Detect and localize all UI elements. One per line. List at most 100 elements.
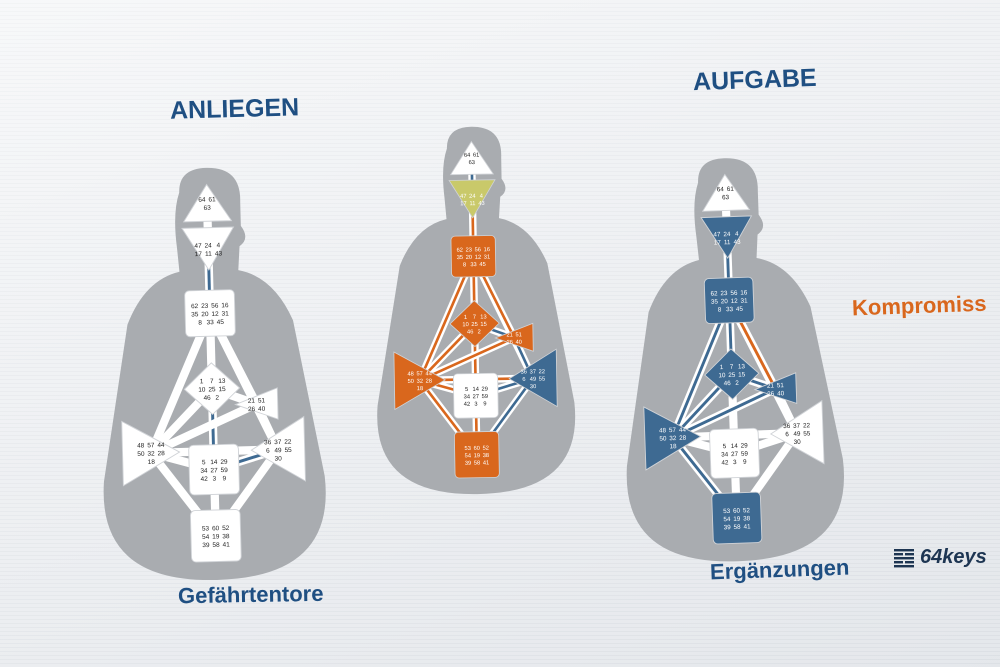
gate-label: 9 <box>483 401 486 407</box>
gate-label: 18 <box>417 386 423 392</box>
gate-label: 42 <box>464 402 470 408</box>
gate-label: 30 <box>275 455 283 462</box>
gate-label: 12 <box>731 298 739 305</box>
gate-label: 1 <box>720 364 724 371</box>
gate-label: 20 <box>201 311 209 318</box>
center-ego <box>753 372 798 405</box>
gate-label: 54 <box>723 516 731 523</box>
gate-label: 3 <box>733 459 737 466</box>
gate-label: 48 <box>407 371 413 377</box>
center-ajna <box>181 226 235 271</box>
gate-label: 59 <box>741 451 749 458</box>
gate-label: 6 <box>266 447 270 454</box>
gate-label: 56 <box>730 290 738 297</box>
gate-label: 29 <box>481 387 487 393</box>
gate-label: 40 <box>258 406 266 413</box>
gate-label: 62 <box>711 290 719 297</box>
center-root <box>189 509 242 563</box>
gate-label: 2 <box>735 380 739 387</box>
gate-label: 42 <box>201 476 209 483</box>
gate-label: 64 <box>198 197 206 204</box>
gate-label: 48 <box>137 442 145 449</box>
gate-label: 18 <box>148 459 156 466</box>
gate-label: 58 <box>212 542 220 549</box>
gate-label: 1 <box>464 315 467 321</box>
gate-label: 5 <box>465 387 468 393</box>
gate-label: 61 <box>727 186 735 193</box>
gate-label: 62 <box>457 248 463 254</box>
gate-label: 46 <box>203 395 211 402</box>
gate-label: 22 <box>803 422 811 429</box>
gate-label: 25 <box>208 386 216 393</box>
gate-label: 6 <box>785 431 789 438</box>
hexagram-logo-icon <box>894 548 914 567</box>
gate-label: 30 <box>530 384 536 390</box>
center-solar <box>508 348 558 408</box>
gate-label: 28 <box>158 450 166 457</box>
gate-label: 7 <box>473 315 476 321</box>
gate-label: 32 <box>417 379 423 385</box>
gate-label: 18 <box>669 443 677 450</box>
gate-label: 24 <box>723 231 731 238</box>
gate-label: 7 <box>210 378 214 385</box>
gate-label: 11 <box>205 251 212 258</box>
gate-label: 41 <box>483 460 489 466</box>
gate-label: 50 <box>659 435 667 442</box>
gate-label: 42 <box>721 459 729 466</box>
gate-label: 34 <box>464 394 471 400</box>
gate-label: 54 <box>202 534 210 541</box>
gate-label: 56 <box>211 302 219 309</box>
center-head <box>449 140 495 176</box>
gate-label: 22 <box>284 439 292 446</box>
gate-label: 58 <box>474 461 480 467</box>
gate-label: 54 <box>465 453 472 459</box>
gate-label: 9 <box>743 459 747 466</box>
label-gefaehrtentore: Gefährtentore <box>177 580 324 609</box>
gate-label: 35 <box>191 311 199 318</box>
gate-label: 23 <box>466 247 472 253</box>
gate-label: 3 <box>474 402 477 408</box>
gate-label: 52 <box>222 525 230 532</box>
gate-label: 8 <box>718 306 722 313</box>
center-ego <box>234 387 279 420</box>
gate-label: 2 <box>215 394 219 401</box>
gate-label: 56 <box>475 247 481 253</box>
title-anliegen: ANLIEGEN <box>169 93 300 125</box>
gate-label: 3 <box>212 476 216 483</box>
gate-label: 25 <box>728 372 736 379</box>
gate-label: 35 <box>711 298 719 305</box>
gate-label: 17 <box>195 251 203 258</box>
channel-activation <box>419 336 515 382</box>
center-ego <box>494 322 534 352</box>
center-sacral <box>452 372 499 419</box>
gate-label: 36 <box>783 423 791 430</box>
gate-label: 21 <box>248 398 256 405</box>
gate-label: 34 <box>200 468 208 475</box>
center-sacral <box>188 443 240 496</box>
gate-label: 55 <box>803 430 811 437</box>
gate-label: 19 <box>212 533 220 540</box>
gate-label: 40 <box>516 340 522 346</box>
center-solar <box>769 399 825 465</box>
gate-label: 31 <box>222 310 230 317</box>
gate-label: 23 <box>720 290 728 297</box>
center-throat <box>184 289 236 338</box>
gate-label: 14 <box>731 443 739 450</box>
gate-label: 21 <box>506 332 512 338</box>
gate-label: 15 <box>480 322 486 328</box>
gate-label: 45 <box>217 319 225 326</box>
gate-label: 39 <box>202 542 210 549</box>
gate-label: 45 <box>736 306 744 313</box>
gate-label: 11 <box>469 201 475 207</box>
gate-label: 29 <box>220 459 228 466</box>
gate-label: 5 <box>723 443 727 450</box>
gate-label: 16 <box>740 289 748 296</box>
gate-label: 47 <box>194 243 202 250</box>
channel-activation <box>672 387 777 439</box>
gate-label: 62 <box>191 303 199 310</box>
gate-label: 33 <box>726 306 734 313</box>
center-root <box>711 491 763 545</box>
center-head <box>182 183 233 223</box>
gate-label: 31 <box>740 297 748 304</box>
